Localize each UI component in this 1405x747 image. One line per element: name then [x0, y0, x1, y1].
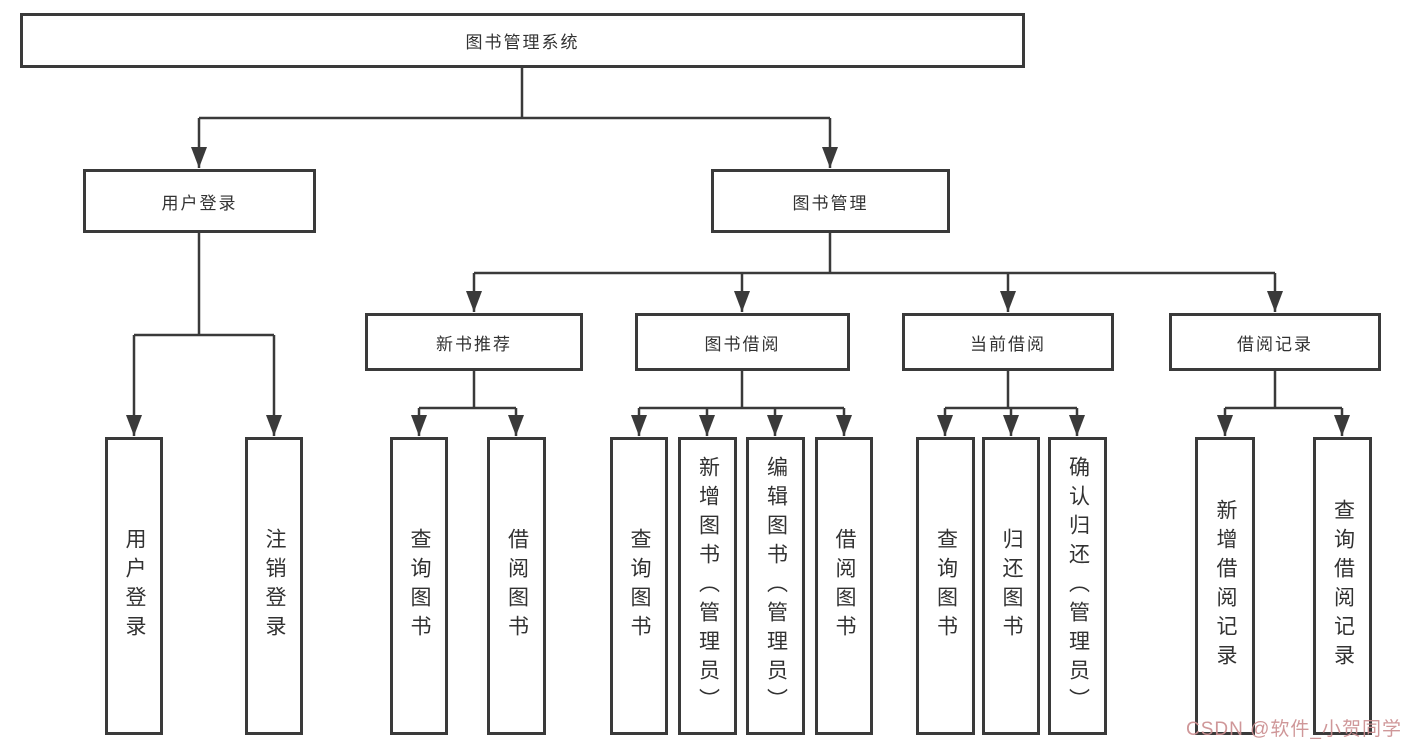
leaf-query-books-recommend: 查询图书	[390, 437, 448, 735]
leaf-logout: 注销登录	[245, 437, 303, 735]
leaf-borrow-books: 借阅图书	[815, 437, 873, 735]
leaf-label: 新增借阅记录	[1214, 499, 1238, 673]
leaf-label: 查询图书	[934, 528, 958, 644]
leaf-label: 借阅图书	[505, 528, 529, 644]
csdn-watermark: CSDN @软件_小贺同学	[1186, 719, 1402, 740]
node-user-login-branch: 用户登录	[83, 169, 316, 233]
leaf-label: 确认归还（管理员）	[1066, 455, 1090, 717]
leaf-edit-books-admin: 编辑图书（管理员）	[746, 437, 805, 735]
node-root-system: 图书管理系统	[20, 13, 1025, 68]
leaf-return-books: 归还图书	[982, 437, 1040, 735]
leaf-query-borrow-record: 查询借阅记录	[1313, 437, 1372, 735]
leaf-add-borrow-record: 新增借阅记录	[1195, 437, 1255, 735]
leaf-label: 用户登录	[123, 528, 147, 644]
node-book-borrow: 图书借阅	[635, 313, 850, 371]
leaf-label: 查询图书	[628, 528, 652, 644]
leaf-add-books-admin: 新增图书（管理员）	[678, 437, 737, 735]
node-new-book-recommend: 新书推荐	[365, 313, 583, 371]
leaf-label: 查询图书	[408, 528, 432, 644]
leaf-label: 编辑图书（管理员）	[764, 455, 788, 717]
leaf-query-books-current: 查询图书	[916, 437, 975, 735]
leaf-query-books-borrow: 查询图书	[610, 437, 668, 735]
leaf-label: 注销登录	[263, 528, 287, 644]
node-current-borrow: 当前借阅	[902, 313, 1114, 371]
node-book-management-branch: 图书管理	[711, 169, 950, 233]
leaf-label: 归还图书	[1000, 528, 1024, 644]
leaf-label: 新增图书（管理员）	[696, 455, 720, 717]
leaf-user-login: 用户登录	[105, 437, 163, 735]
leaf-label: 借阅图书	[833, 528, 857, 644]
leaf-borrow-books-recommend: 借阅图书	[487, 437, 546, 735]
connector-path	[134, 68, 1342, 410]
leaf-confirm-return-admin: 确认归还（管理员）	[1048, 437, 1107, 735]
node-borrow-records: 借阅记录	[1169, 313, 1381, 371]
leaf-label: 查询借阅记录	[1331, 499, 1355, 673]
